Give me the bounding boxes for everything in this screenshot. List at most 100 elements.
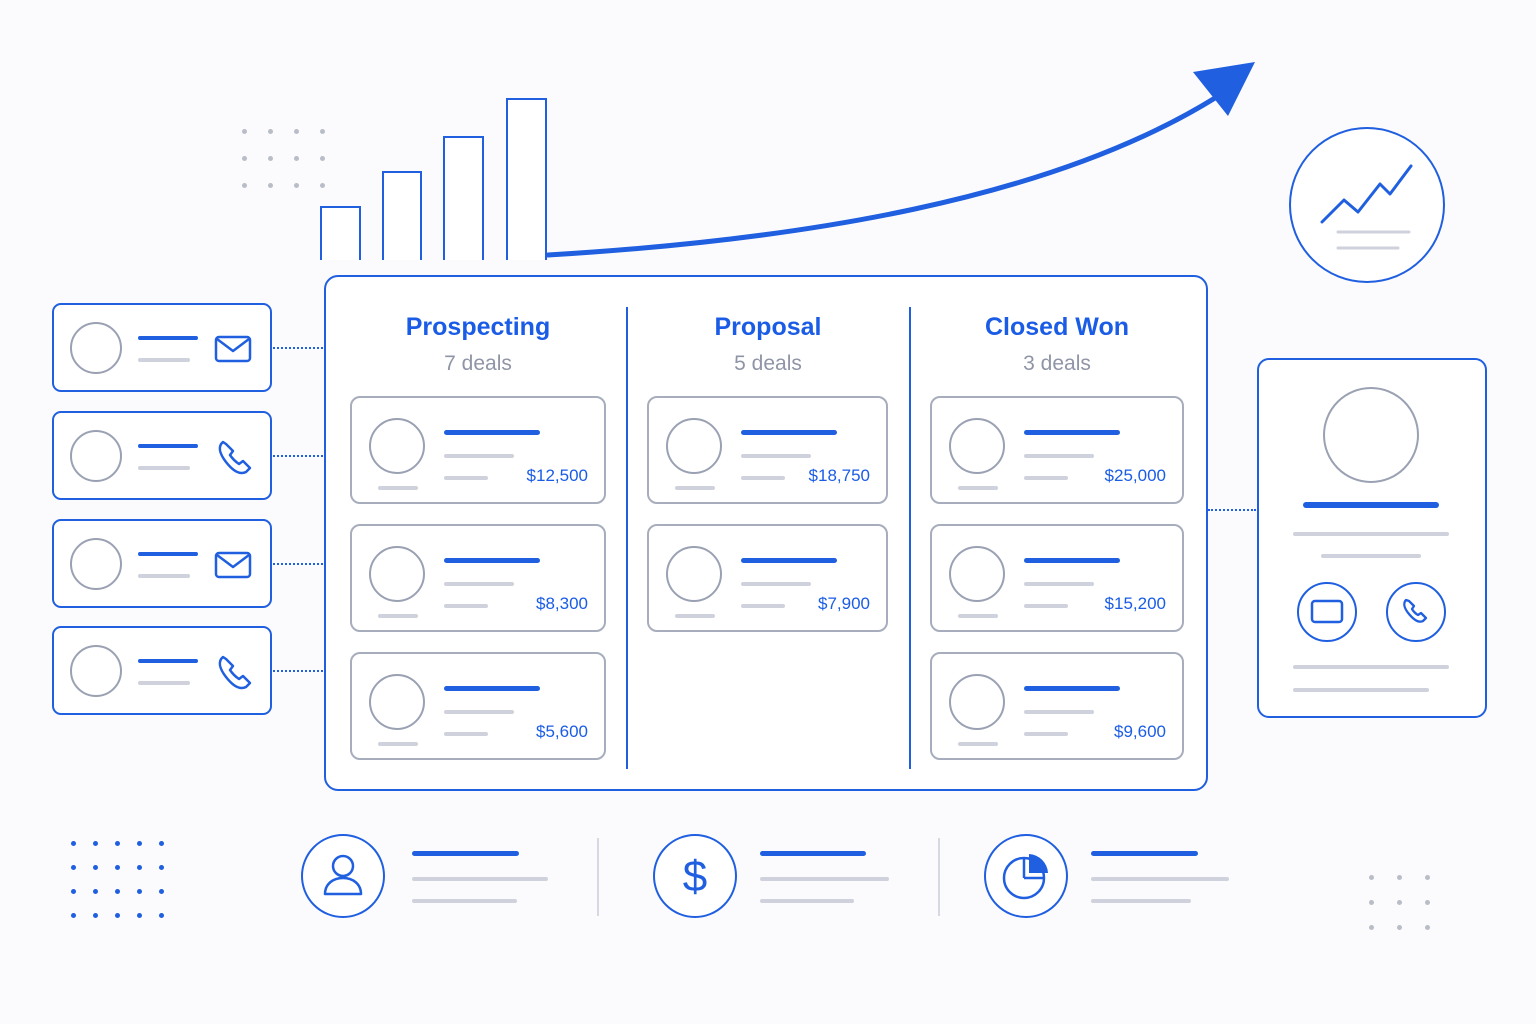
decor-dot: [137, 841, 142, 846]
stat-detail-line: [760, 877, 889, 881]
deal-avatar: [369, 418, 425, 474]
column-header-prospecting: Prospecting 7 deals: [350, 313, 606, 376]
decor-dot: [1397, 925, 1402, 930]
decor-dot: [320, 156, 325, 161]
contact-avatar: [70, 538, 122, 590]
growth-bar-1: [320, 206, 361, 260]
decor-dot: [159, 889, 164, 894]
deal-detail-line: [444, 476, 488, 480]
deal-card[interactable]: $18,750: [647, 396, 888, 504]
deal-card[interactable]: $7,900: [647, 524, 888, 632]
mail-icon[interactable]: [214, 547, 254, 583]
growth-bar-2: [382, 171, 422, 260]
column-header-proposal: Proposal 5 deals: [648, 313, 888, 376]
stat-revenue[interactable]: $: [653, 834, 737, 918]
deal-detail-line: [741, 476, 785, 480]
deal-detail-line: [958, 614, 998, 618]
deal-amount: $7,900: [818, 594, 870, 613]
deal-card[interactable]: $9,600: [930, 652, 1184, 760]
deal-avatar: [949, 418, 1005, 474]
deal-card[interactable]: $5,600: [350, 652, 606, 760]
contact-profile-panel[interactable]: [1257, 358, 1487, 718]
phone-icon[interactable]: [214, 439, 254, 475]
deal-title-line: [741, 430, 837, 435]
contact-detail-line: [138, 681, 190, 685]
deal-title-line: [1024, 686, 1120, 691]
deal-detail-line: [741, 604, 785, 608]
deal-avatar: [949, 674, 1005, 730]
stat-reports[interactable]: [984, 834, 1068, 918]
decor-dot: [71, 841, 76, 846]
decor-dot: [294, 156, 299, 161]
decor-dot: [115, 841, 120, 846]
decor-dot: [1369, 875, 1374, 880]
card-icon: [1310, 599, 1344, 624]
decor-dot: [242, 156, 247, 161]
stat-contacts[interactable]: [301, 834, 385, 918]
decor-dot: [320, 129, 325, 134]
decor-dot: [1425, 900, 1430, 905]
decor-dot: [1369, 925, 1374, 930]
contact-card[interactable]: [52, 626, 272, 715]
column-divider: [909, 307, 911, 769]
contact-connector: [273, 455, 323, 457]
deal-detail-line: [675, 614, 715, 618]
stat-title-line: [412, 851, 519, 856]
growth-graphic: [320, 62, 1255, 260]
decor-dot: [268, 129, 273, 134]
deal-amount: $8,300: [536, 594, 588, 613]
contact-card[interactable]: [52, 303, 272, 392]
profile-avatar: [1323, 387, 1419, 483]
deal-detail-line: [1024, 710, 1094, 714]
deal-avatar: [369, 674, 425, 730]
deal-amount: $9,600: [1114, 722, 1166, 741]
phone-icon[interactable]: [214, 654, 254, 690]
stat-detail-line: [1091, 877, 1229, 881]
deal-avatar: [666, 418, 722, 474]
deal-detail-line: [1024, 604, 1068, 608]
profile-note-line: [1293, 688, 1429, 692]
stat-title-line: [1091, 851, 1198, 856]
column-divider: [626, 307, 628, 769]
contact-name-line: [138, 444, 198, 448]
column-deal-count: 3 deals: [1023, 352, 1091, 375]
dollar-icon: $: [683, 852, 707, 901]
profile-detail-line: [1321, 554, 1421, 558]
deal-avatar: [369, 546, 425, 602]
deal-detail-line: [1024, 582, 1094, 586]
decor-dot: [1425, 875, 1430, 880]
contact-card[interactable]: [52, 519, 272, 608]
decor-dot: [71, 889, 76, 894]
deal-amount: $15,200: [1104, 594, 1166, 613]
deal-title-line: [1024, 558, 1120, 563]
decor-dot: [1397, 875, 1402, 880]
deal-card[interactable]: $8,300: [350, 524, 606, 632]
profile-name-line: [1303, 502, 1439, 508]
contact-card[interactable]: [52, 411, 272, 500]
deal-detail-line: [675, 486, 715, 490]
decor-dot: [268, 156, 273, 161]
profile-message-button[interactable]: [1297, 582, 1357, 642]
deal-card[interactable]: $12,500: [350, 396, 606, 504]
contact-name-line: [138, 552, 198, 556]
contact-name-line: [138, 336, 198, 340]
decor-dot: [137, 913, 142, 918]
decor-dot: [294, 183, 299, 188]
mail-icon[interactable]: [214, 331, 254, 367]
pie-chart-icon: [1002, 854, 1048, 900]
column-deal-count: 7 deals: [444, 352, 512, 375]
decor-dot: [93, 913, 98, 918]
trend-up-icon: [1289, 127, 1445, 283]
contact-avatar: [70, 322, 122, 374]
deal-card[interactable]: $25,000: [930, 396, 1184, 504]
contact-connector: [273, 563, 323, 565]
deal-card[interactable]: $15,200: [930, 524, 1184, 632]
decor-dot: [1369, 900, 1374, 905]
decor-dot: [1397, 900, 1402, 905]
stat-detail-line: [412, 899, 517, 903]
deal-amount: $18,750: [808, 466, 870, 485]
stat-detail-line: [1091, 899, 1191, 903]
svg-text:$: $: [683, 852, 707, 901]
profile-call-button[interactable]: [1386, 582, 1446, 642]
deal-detail-line: [444, 732, 488, 736]
